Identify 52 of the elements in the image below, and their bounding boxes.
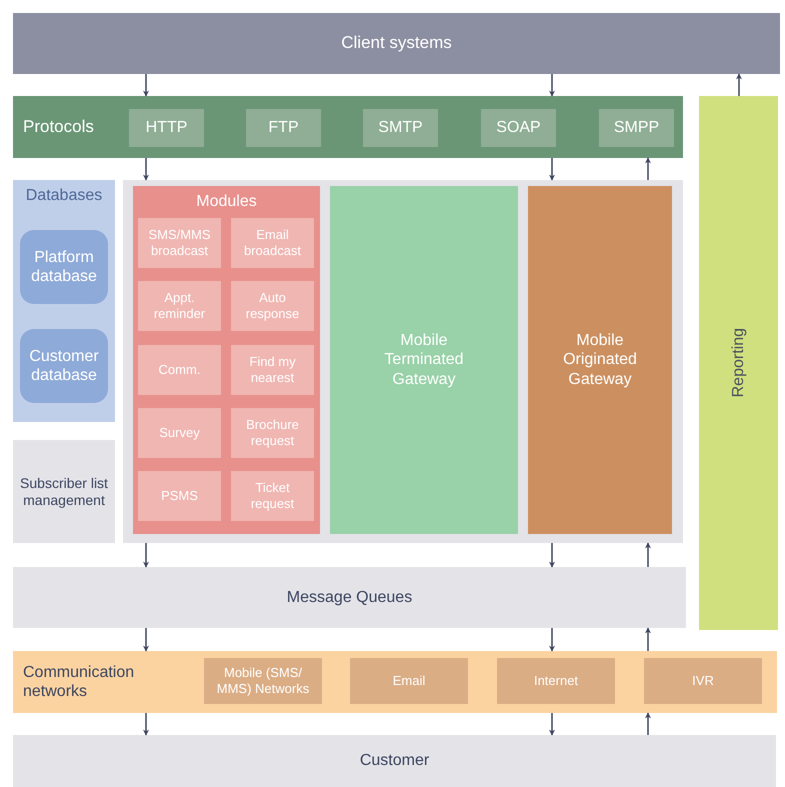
box-label: Communication networks: [23, 662, 136, 702]
network-box: Mobile (SMS/ MMS) Networks: [204, 658, 322, 704]
arrow: [143, 713, 149, 736]
box-label: Databases: [26, 186, 102, 206]
layer-band: [13, 96, 683, 158]
gateway-box: Mobile Terminated Gateway: [330, 186, 518, 534]
layer-band: [13, 651, 777, 713]
protocol-box: SMTP: [363, 109, 438, 147]
module-box: Comm.: [138, 345, 221, 395]
module-box: SMS/MMS broadcast: [138, 218, 221, 268]
protocol-box: SOAP: [481, 109, 556, 147]
module-box: Ticket request: [231, 471, 314, 521]
network-box: IVR: [644, 658, 762, 704]
arrow: [549, 713, 555, 736]
arrow: [143, 628, 149, 652]
box-label: Modules: [196, 192, 257, 212]
layer-band: Message Queues: [13, 567, 686, 628]
group-panel: [133, 186, 320, 534]
arrow: [143, 543, 149, 568]
arrow: [549, 158, 555, 181]
database-box: Customer database: [20, 329, 108, 403]
network-box: Email: [350, 658, 468, 704]
module-box: Brochure request: [231, 408, 314, 458]
arrow: [645, 157, 651, 180]
module-box: Survey: [138, 408, 221, 458]
layer-band: Customer: [13, 735, 776, 787]
gateway-box: Mobile Originated Gateway: [528, 186, 672, 534]
arrow: [645, 712, 651, 735]
box-label: Protocols: [23, 116, 94, 138]
arrow: [736, 73, 742, 96]
container-panel: [123, 180, 683, 543]
side-band: Reporting: [699, 96, 778, 630]
module-box: Email broadcast: [231, 218, 314, 268]
arrow: [645, 627, 651, 651]
arrow: [143, 74, 149, 97]
module-box: Find my nearest: [231, 345, 314, 395]
protocol-box: HTTP: [129, 109, 204, 147]
arrow: [549, 628, 555, 652]
network-box: Internet: [497, 658, 615, 704]
protocol-box: SMPP: [599, 109, 674, 147]
module-box: PSMS: [138, 471, 221, 521]
side-panel: Subscriber list management: [13, 440, 115, 543]
arrow: [549, 543, 555, 568]
module-box: Auto response: [231, 281, 314, 331]
protocol-box: FTP: [246, 109, 321, 147]
arrow: [549, 74, 555, 97]
arrow: [645, 542, 651, 567]
layer-band: Client systems: [13, 13, 780, 74]
group-panel: [13, 180, 115, 422]
arrow: [143, 158, 149, 181]
database-box: Platform database: [20, 230, 108, 304]
module-box: Appt. reminder: [138, 281, 221, 331]
